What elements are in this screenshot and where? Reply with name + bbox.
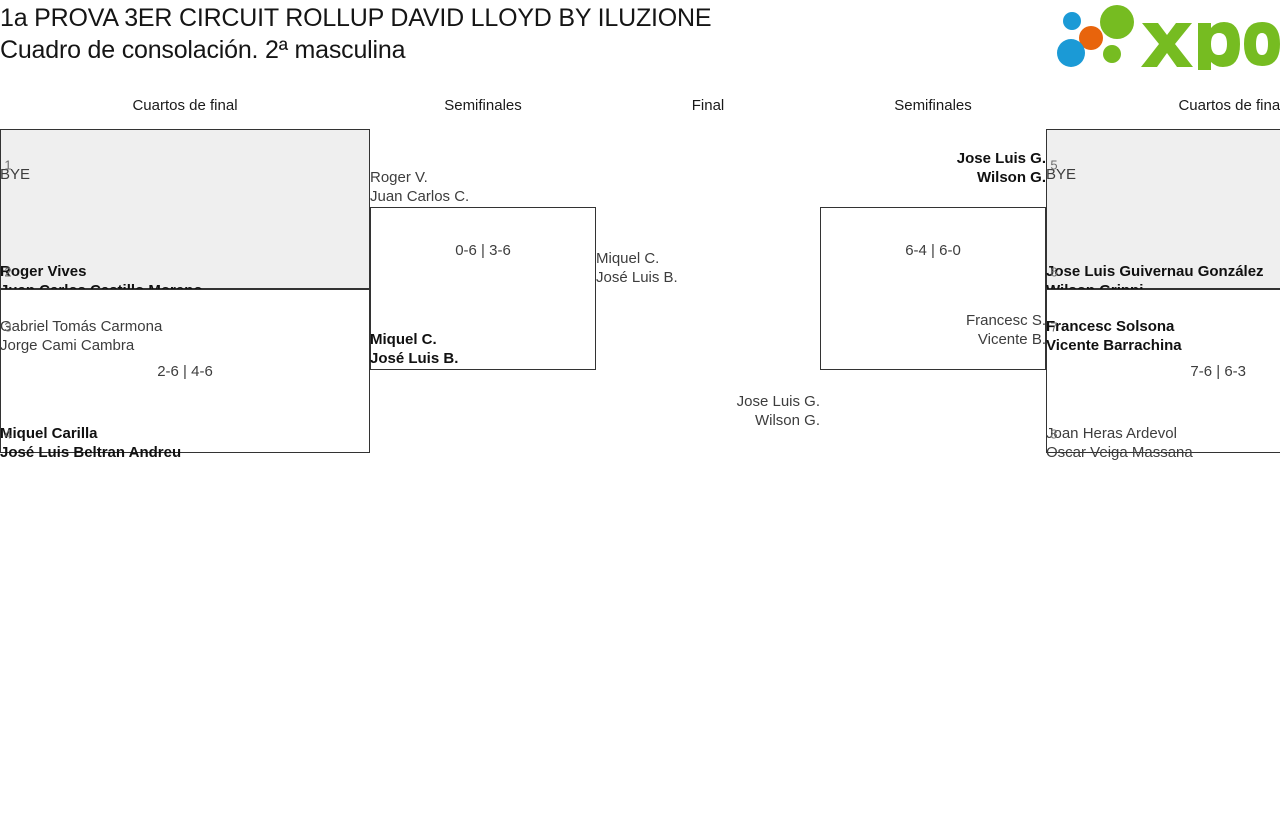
player-line-1: Jose Luis G. [736,393,820,410]
match-right-qf-2-top-entry[interactable]: 7 Francesc Solsona Vicente Barrachina [1046,298,1280,355]
seed-number: 3 [4,319,12,334]
seed-number: 2 [4,264,12,279]
bracket-subtitle: Cuadro de consolación. 2ª masculina [0,36,406,64]
round-heading-right-quarterfinals: Cuartos de final [1178,97,1280,114]
player-line-1: Joan Heras Ardevol [1046,425,1177,442]
player-line-1: Roger Vives [0,263,87,280]
match-left-qf-1-top-entry[interactable]: 1 BYE [0,146,360,184]
match-right-semifinal-top-entry[interactable]: Jose Luis G. Wilson G. [826,149,1046,206]
match-left-qf-1[interactable] [0,129,370,289]
player-names: Roger V. Juan Carlos C. [370,150,590,206]
tournament-name: 1a PROVA 3ER CIRCUIT ROLLUP DAVID LLOYD … [0,4,712,32]
match-right-semifinal[interactable] [820,207,1046,370]
player-line-2: Jorge Cami Cambra [0,337,135,354]
player-names: Gabriel Tomás Carmona Jorge Cami Cambra [0,299,360,355]
player-line-2: Juan Carlos C. [370,188,470,205]
player-line-1: Gabriel Tomás Carmona [0,318,163,335]
round-headings: Cuartos de final Semifinales Final Semif… [0,96,1280,120]
match-left-qf-2-top-entry[interactable]: 3 Gabriel Tomás Carmona Jorge Cami Cambr… [0,298,360,355]
seed-number: 8 [1050,426,1058,441]
match-left-qf-2-bottom-entry[interactable]: 4 Miquel Carilla José Luis Beltran Andre… [0,405,360,462]
match-right-qf-2-score: 7-6 | 6-3 [1190,363,1246,380]
match-right-qf-1-top-entry[interactable]: 5 BYE [1046,146,1280,184]
match-left-qf-2-score: 2-6 | 4-6 [157,363,213,380]
round-heading-final: Final [691,97,725,114]
match-left-semifinal[interactable] [370,207,596,370]
player-line-2: Vicente Barrachina [1046,337,1182,354]
player-names: BYE [0,147,360,184]
player-names: Miquel Carilla José Luis Beltran Andreu [0,406,360,462]
round-heading-left-semifinals: Semifinales [444,97,522,114]
player-line-1: Francesc S. [965,312,1046,329]
round-heading-left-quarterfinals: Cuartos de final [132,97,238,114]
player-line-1: Miquel C. [370,331,437,348]
player-line-2: José Luis B. [596,269,678,286]
match-left-semifinal-bottom-entry[interactable]: Miquel C. José Luis B. [370,311,590,368]
round-heading-right-semifinals: Semifinales [894,97,972,114]
seed-number: 6 [1050,264,1058,279]
player-line-1: Jose Luis Guivernau González [1046,263,1264,280]
match-right-semifinal-bottom-entry[interactable]: Francesc S. Vicente B. [826,311,1046,368]
match-right-qf-2-bottom-entry[interactable]: 8 Joan Heras Ardevol Oscar Veiga Massana [1046,405,1280,462]
player-line-2: Wilson G. [976,169,1046,186]
match-right-qf-2[interactable] [1046,289,1280,453]
player-line-2: José Luis B. [370,350,459,367]
logo-wordmark [1141,22,1280,70]
player-line-1: Miquel C. [596,250,660,267]
final-left-entry[interactable]: Miquel C. José Luis B. [596,230,816,287]
player-names: Jose Luis G. Wilson G. [600,392,820,448]
player-names: Miquel C. José Luis B. [370,312,590,368]
player-names: Jose Luis G. Wilson G. [826,149,1046,205]
page-title: 1a PROVA 3ER CIRCUIT ROLLUP DAVID LLOYD … [0,2,1000,66]
seed-number: 7 [1050,319,1058,334]
player-names: BYE [1046,147,1280,184]
player-line-1: Miquel Carilla [0,425,98,442]
match-left-qf-2[interactable] [0,289,370,453]
player-line-2: Wilson G. [754,412,820,429]
seed-number: 5 [1050,157,1058,173]
player-line-2: Oscar Veiga Massana [1046,444,1193,461]
seed-number: 4 [4,426,12,441]
page-header: 1a PROVA 3ER CIRCUIT ROLLUP DAVID LLOYD … [0,0,1280,78]
match-right-qf-1[interactable] [1046,129,1280,289]
player-names: Miquel C. José Luis B. [596,231,816,287]
player-line-1: Francesc Solsona [1046,318,1175,335]
seed-number: 1 [4,157,12,173]
player-line-2: Vicente B. [977,331,1046,348]
match-left-semifinal-top-entry[interactable]: Roger V. Juan Carlos C. [370,149,590,206]
player-line-1: BYE [1046,166,1077,183]
player-line-1: BYE [0,166,31,183]
player-line-1: Roger V. [370,169,428,186]
logo-dots-icon [1057,5,1134,67]
player-names: Francesc S. Vicente B. [826,311,1046,367]
player-line-2: José Luis Beltran Andreu [0,444,182,461]
match-right-semifinal-score: 6-4 | 6-0 [905,242,961,259]
player-line-1: Jose Luis G. [956,150,1046,167]
player-names: Francesc Solsona Vicente Barrachina [1046,299,1280,355]
match-left-semifinal-score: 0-6 | 3-6 [455,242,511,259]
final-right-entry[interactable]: Jose Luis G. Wilson G. [600,392,820,449]
xporty-logo[interactable] [1046,4,1280,70]
player-names: Joan Heras Ardevol Oscar Veiga Massana [1046,406,1280,462]
